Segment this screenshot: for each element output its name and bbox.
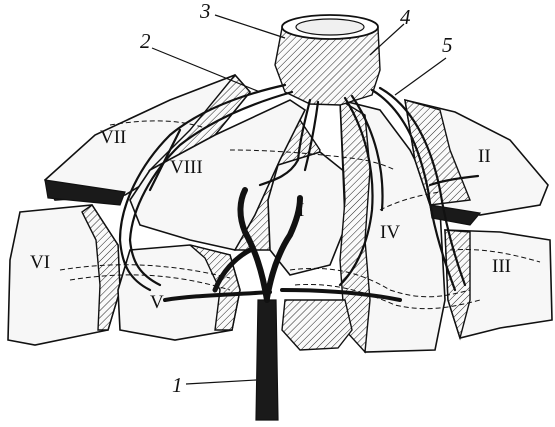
label-segment-ii: II	[478, 146, 491, 167]
segment-iii	[444, 229, 553, 341]
label-callout-1: 1	[172, 373, 183, 397]
segment-vi	[7, 204, 121, 346]
portal-vein	[163, 187, 402, 421]
inferior-vena-cava	[274, 14, 381, 351]
label-segment-v: V	[150, 292, 164, 313]
label-segment-i: I	[298, 200, 304, 221]
segment-vii	[44, 73, 252, 206]
label-segment-viii: VIII	[170, 157, 203, 178]
label-segment-iv: IV	[380, 222, 400, 243]
label-segment-vi: VI	[30, 252, 50, 273]
segment-boundaries	[59, 120, 541, 310]
label-callout-5: 5	[442, 33, 453, 57]
label-callout-4: 4	[400, 5, 411, 29]
callout-leaders	[151, 14, 447, 385]
label-callout-3: 3	[199, 0, 211, 23]
label-segment-iii: III	[492, 256, 511, 277]
label-segment-vii: VII	[100, 127, 126, 148]
label-callout-2: 2	[140, 29, 151, 53]
segment-i	[267, 151, 349, 276]
hepatic-veins	[118, 83, 480, 292]
segment-v	[117, 244, 241, 341]
